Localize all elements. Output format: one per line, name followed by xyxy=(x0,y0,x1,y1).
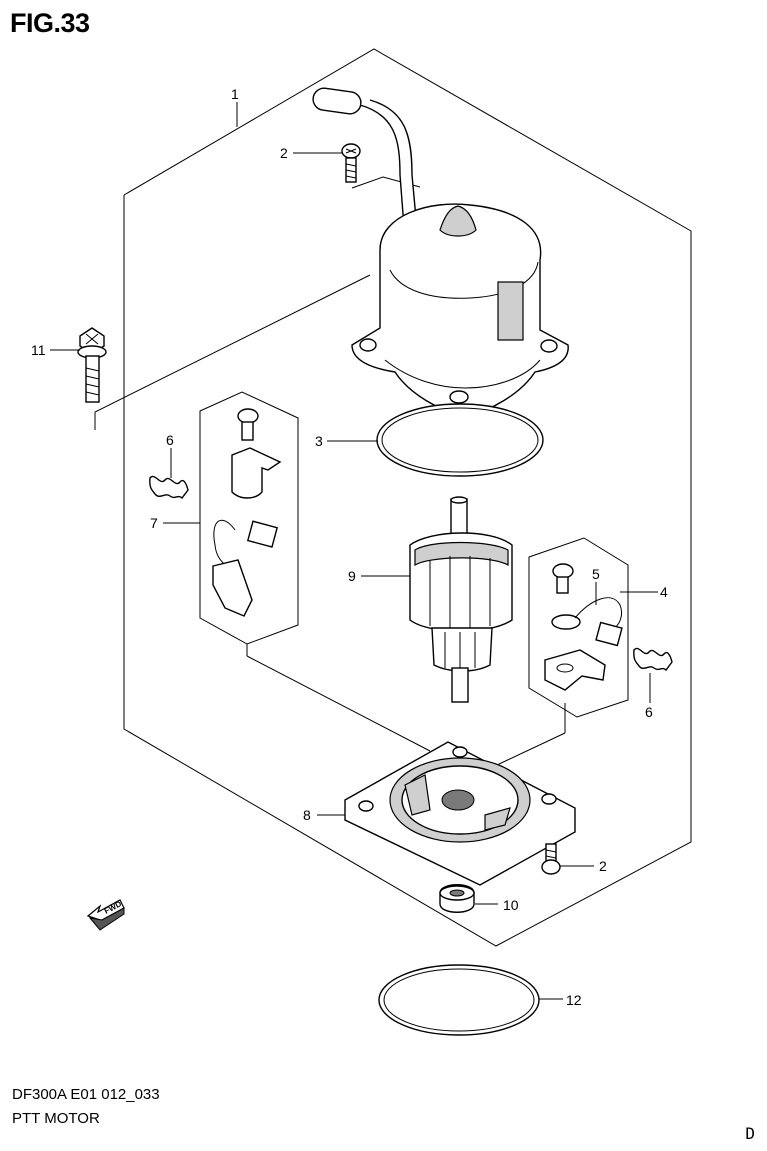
brush-group-right-frame xyxy=(528,537,629,718)
callout-5: 5 xyxy=(592,566,600,582)
o-ring-3 xyxy=(376,403,544,477)
bolt-11 xyxy=(77,327,107,403)
figure-title: FIG.33 xyxy=(10,8,90,38)
callout-2-top: 2 xyxy=(280,145,288,161)
callout-4: 4 xyxy=(660,584,668,600)
callout-1: 1 xyxy=(231,86,239,102)
motor-housing xyxy=(312,87,569,419)
callout-11: 11 xyxy=(31,342,46,358)
brush-group-left-frame xyxy=(199,391,299,645)
spring-6-left xyxy=(149,475,189,500)
brush-holder-4 xyxy=(544,563,623,691)
leader-lines xyxy=(50,102,658,1000)
connector-line-left-diag xyxy=(246,655,431,752)
spring-6-right xyxy=(633,647,673,672)
callout-12: 12 xyxy=(566,992,582,1008)
callout-7: 7 xyxy=(150,515,158,531)
callout-2-bottom: 2 xyxy=(599,858,607,874)
screw-bottom xyxy=(541,843,561,875)
callout-10: 10 xyxy=(503,897,519,913)
callout-6-left: 6 xyxy=(166,432,174,448)
brush-holder-7 xyxy=(212,408,282,617)
seal-10 xyxy=(439,884,475,913)
corner-mark: D xyxy=(745,1124,755,1143)
bolt-reference-line xyxy=(94,274,371,430)
assembly-outline xyxy=(123,48,692,947)
end-cap-8 xyxy=(344,741,576,886)
screw-top xyxy=(341,143,361,183)
model-code: DF300A E01 012_033 xyxy=(12,1086,160,1103)
callout-6-right: 6 xyxy=(645,704,653,720)
callout-9: 9 xyxy=(348,568,356,584)
fwd-arrow-icon: FWD xyxy=(86,899,125,931)
armature-9 xyxy=(409,496,513,703)
section-title: PTT MOTOR xyxy=(12,1110,100,1127)
o-ring-12 xyxy=(378,964,540,1036)
callout-3: 3 xyxy=(315,433,323,449)
callout-8: 8 xyxy=(303,807,311,823)
